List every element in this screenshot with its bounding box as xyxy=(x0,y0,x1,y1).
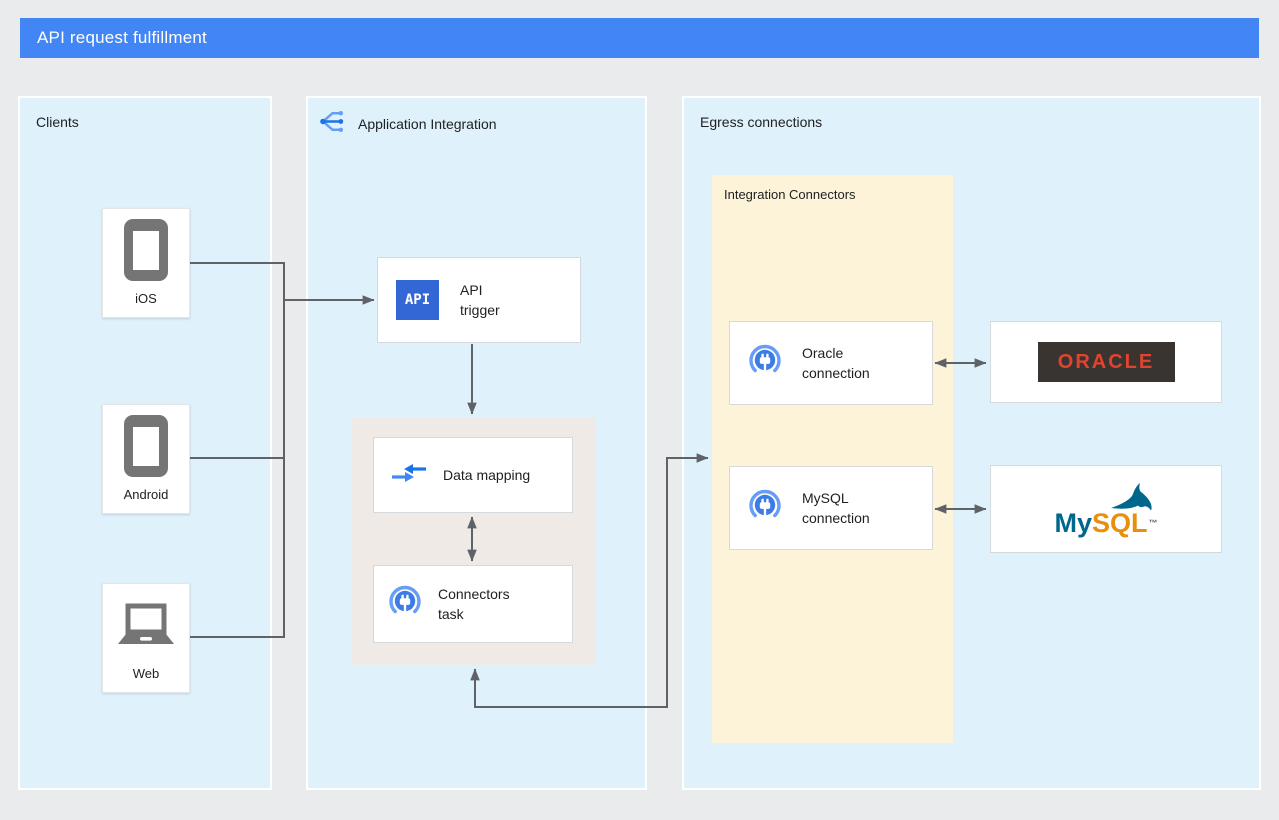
clients-panel-label: Clients xyxy=(36,114,79,130)
mysql-connection-node: MySQL connection xyxy=(729,466,933,550)
oracle-logo-text: ORACLE xyxy=(1057,350,1155,373)
connectors-icon xyxy=(747,488,783,529)
oracle-logo: ORACLE xyxy=(1037,342,1175,382)
data-mapping-label: Data mapping xyxy=(443,467,531,483)
client-card-android: Android xyxy=(102,404,190,514)
data-mapping-node: Data mapping xyxy=(373,437,573,513)
smartphone-icon xyxy=(103,405,189,487)
connectors-icon xyxy=(747,343,783,384)
connectors-task-node: Connectors task xyxy=(373,565,573,643)
client-card-web: Web xyxy=(102,583,190,693)
mysql-connection-label: MySQL connection xyxy=(802,490,870,526)
application-integration-label: Application Integration xyxy=(358,116,497,132)
client-label: Web xyxy=(132,666,160,681)
mysql-target-node: MySQL™ xyxy=(990,465,1222,553)
diagram-title-bar: API request fulfillment xyxy=(20,18,1259,58)
api-trigger-node: API API trigger xyxy=(377,257,581,343)
client-label: Android xyxy=(123,487,169,502)
oracle-connection-node: Oracle connection xyxy=(729,321,933,405)
integration-connectors-group: Integration Connectors xyxy=(712,175,953,743)
client-card-ios: iOS xyxy=(102,208,190,318)
data-mapping-icon xyxy=(390,460,428,491)
egress-connections-label: Egress connections xyxy=(700,114,823,130)
api-trigger-label: API trigger xyxy=(460,282,500,318)
client-label: iOS xyxy=(135,291,157,306)
connectors-icon xyxy=(387,584,423,625)
application-integration-icon xyxy=(318,108,345,140)
api-trigger-icon: API xyxy=(396,280,439,320)
mysql-dolphin-icon xyxy=(1111,483,1152,511)
connectors-task-label: Connectors task xyxy=(438,586,510,622)
oracle-target-node: ORACLE xyxy=(990,321,1222,403)
smartphone-icon xyxy=(103,209,189,291)
integration-connectors-label: Integration Connectors xyxy=(724,187,856,202)
application-integration-header: Application Integration xyxy=(318,108,497,140)
laptop-icon xyxy=(103,584,189,666)
mysql-logo: MySQL™ xyxy=(1054,482,1158,538)
diagram-title: API request fulfillment xyxy=(37,28,207,47)
oracle-connection-label: Oracle connection xyxy=(802,345,870,381)
mysql-logo-text: MySQL™ xyxy=(1054,508,1158,538)
